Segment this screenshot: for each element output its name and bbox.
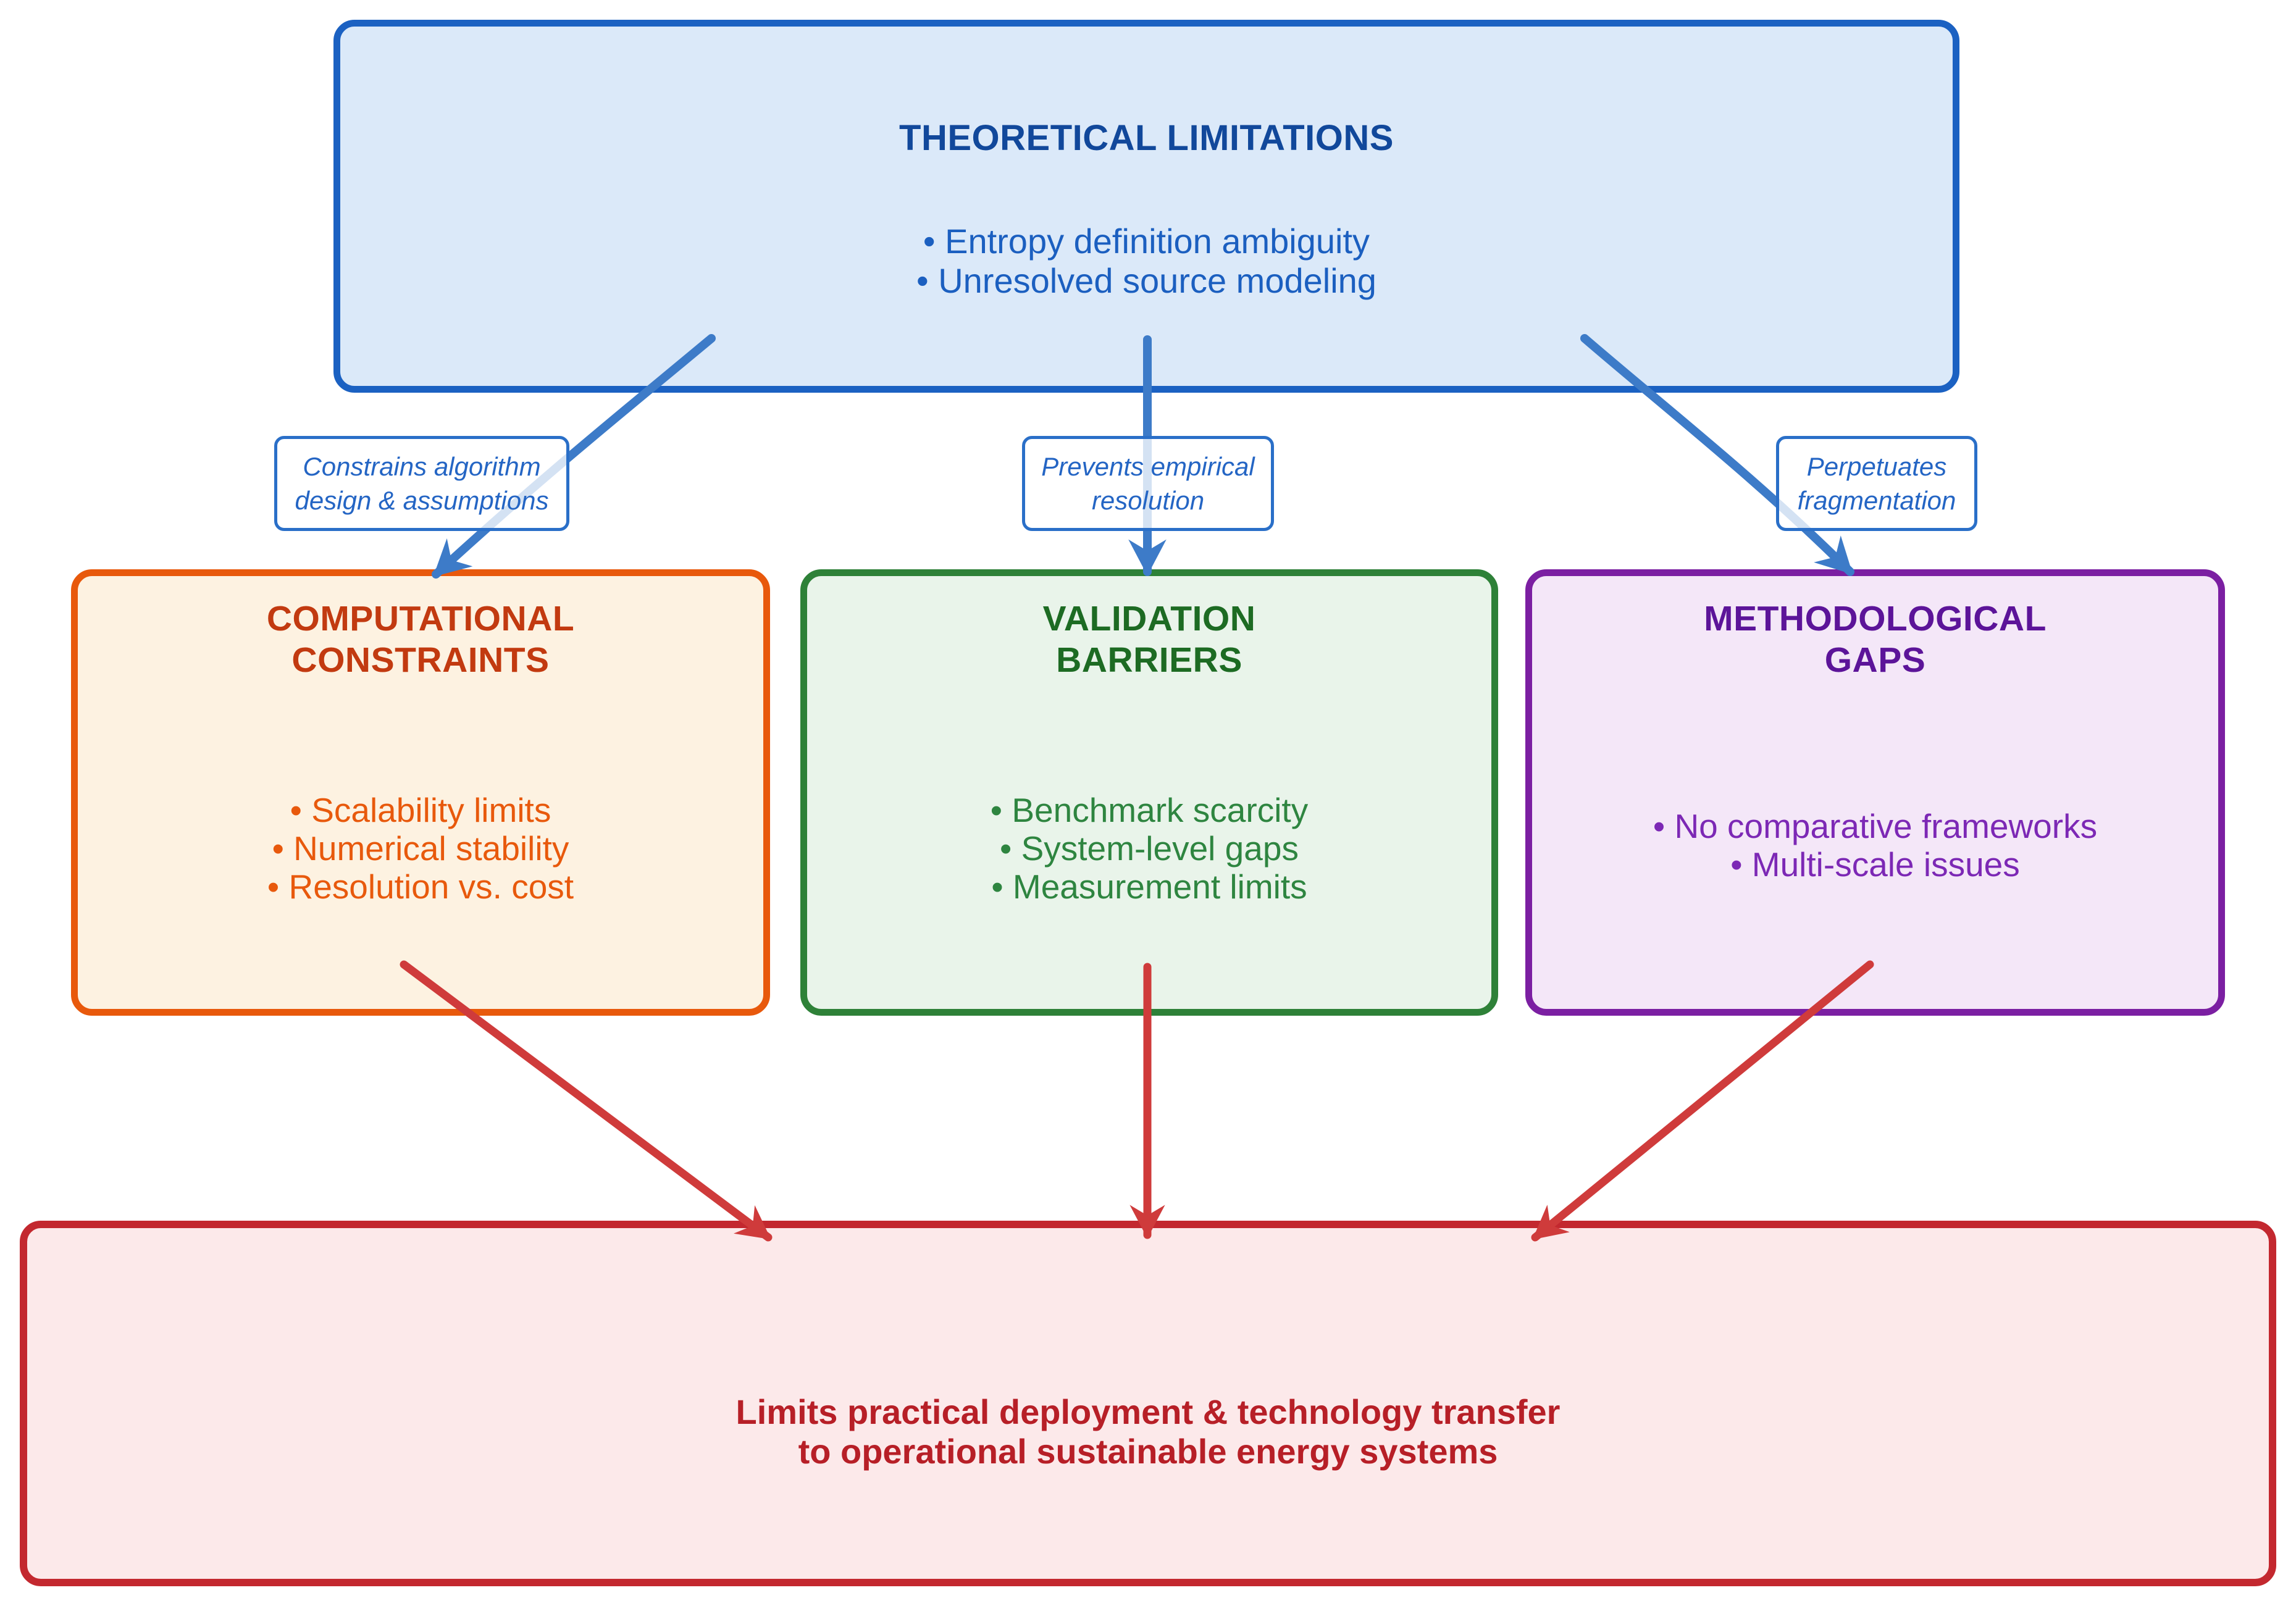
- title-line: VALIDATION: [1042, 599, 1256, 638]
- outcome-text: Limits practical deployment & technology…: [736, 1392, 1561, 1471]
- title-line: GAPS: [1824, 640, 1926, 680]
- edge-label-line: Prevents empirical: [1041, 452, 1255, 481]
- theoretical-limitations-title: THEORETICAL LIMITATIONS: [899, 118, 1394, 158]
- bullet-item: Unresolved source modeling: [916, 261, 1376, 301]
- title-line: METHODOLOGICAL: [1704, 599, 2047, 638]
- bullet-item: No comparative frameworks: [1653, 807, 2097, 845]
- outcome-line: Limits practical deployment & technology…: [735, 1392, 1561, 1431]
- bullet-item: Benchmark scarcity: [991, 791, 1308, 829]
- validation-barriers-box: VALIDATION BARRIERS Benchmark scarcitySy…: [800, 569, 1498, 1016]
- outcome-line: to operational sustainable energy system…: [798, 1432, 1498, 1471]
- edge-label-perpetuates-fragmentation: Perpetuates fragmentation: [1776, 436, 1977, 531]
- edge-label-line: Constrains algorithm: [303, 452, 541, 481]
- bullet-item: Numerical stability: [267, 829, 574, 868]
- bullet-item: Scalability limits: [267, 791, 574, 829]
- theoretical-limitations-box: THEORETICAL LIMITATIONS Entropy definiti…: [333, 20, 1959, 393]
- methodological-gaps-bullets: No comparative frameworksMulti-scale iss…: [1653, 807, 2097, 884]
- bullet-item: Entropy definition ambiguity: [916, 222, 1376, 261]
- edge-label-line: fragmentation: [1797, 486, 1956, 515]
- outcome-box: Limits practical deployment & technology…: [20, 1221, 2276, 1586]
- validation-barriers-title: VALIDATION BARRIERS: [1043, 598, 1256, 681]
- computational-constraints-title: COMPUTATIONAL CONSTRAINTS: [267, 598, 574, 681]
- validation-barriers-bullets: Benchmark scarcitySystem-level gapsMeasu…: [991, 791, 1308, 906]
- methodological-gaps-title: METHODOLOGICAL GAPS: [1704, 598, 2047, 681]
- edge-label-line: resolution: [1091, 486, 1205, 515]
- computational-constraints-box: COMPUTATIONAL CONSTRAINTS Scalability li…: [71, 569, 770, 1016]
- theoretical-limitations-bullets: Entropy definition ambiguityUnresolved s…: [916, 222, 1376, 301]
- bullet-item: Multi-scale issues: [1653, 845, 2097, 884]
- edge-label-line: design & assumptions: [295, 486, 549, 515]
- edge-label-prevents-empirical: Prevents empirical resolution: [1022, 436, 1274, 531]
- title-line: BARRIERS: [1056, 640, 1242, 680]
- title-line: CONSTRAINTS: [291, 640, 550, 680]
- bullet-item: Measurement limits: [991, 868, 1308, 906]
- title-line: COMPUTATIONAL: [266, 599, 575, 638]
- bullet-item: Resolution vs. cost: [267, 868, 574, 906]
- methodological-gaps-box: METHODOLOGICAL GAPS No comparative frame…: [1525, 569, 2225, 1016]
- edge-label-line: Perpetuates: [1806, 452, 1947, 481]
- computational-constraints-bullets: Scalability limitsNumerical stabilityRes…: [267, 791, 574, 906]
- edge-label-constrains-algorithm: Constrains algorithm design & assumption…: [274, 436, 569, 531]
- bullet-item: System-level gaps: [991, 829, 1308, 868]
